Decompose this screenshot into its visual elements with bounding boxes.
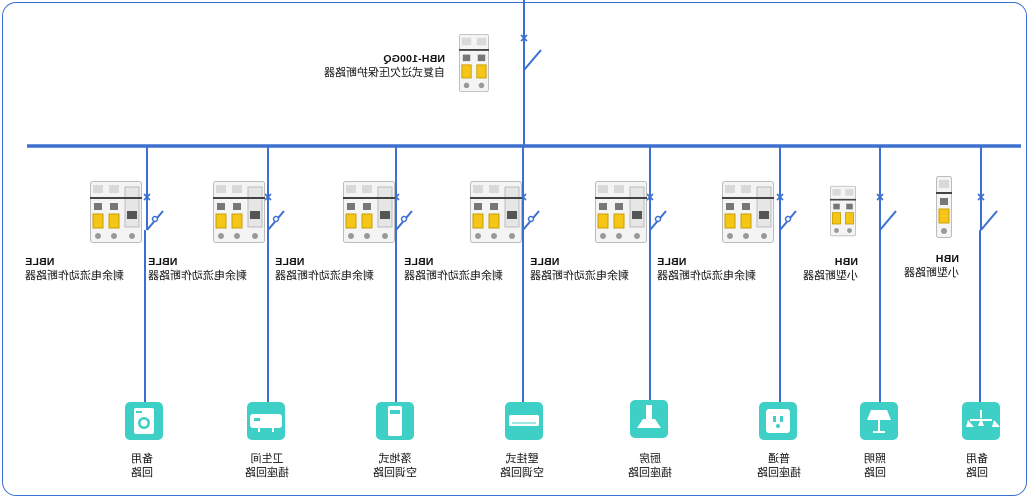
floor-ac-icon [376, 402, 414, 440]
branch-model: NBH [834, 256, 858, 268]
branch-switch-blade [980, 210, 998, 231]
branch-model: NBLE [275, 256, 305, 268]
switch-contact [400, 215, 408, 223]
branch-desc: 剩余电流动作断路器 [25, 270, 124, 282]
wall-ac-icon [505, 402, 543, 440]
main-breaker-image [458, 34, 490, 97]
main-breaker-model: NBH-100GQ [383, 53, 445, 65]
load-name: 厨房 [639, 453, 661, 465]
socket-icon [759, 402, 797, 440]
load-label: 备用 回路 [131, 452, 153, 480]
branch-breaker-image [213, 181, 265, 248]
branch-desc: 小型断路器 [904, 267, 959, 279]
branch-switch-blade [879, 210, 897, 231]
load-name: 照明 [864, 453, 886, 465]
branch-desc: 剩余电流动作断路器 [657, 270, 756, 282]
load-name: 落地式 [378, 453, 412, 465]
main-breaker-desc: 自复式过欠压保护断路器 [324, 67, 445, 79]
branch-desc: 剩余电流动作断路器 [275, 270, 374, 282]
breaker-x-mark [143, 193, 151, 201]
load-circuit: 插座回路 [628, 467, 672, 479]
load-name: 壁挂式 [505, 453, 539, 465]
branch-breaker-image [90, 181, 142, 248]
switch-contact [151, 215, 159, 223]
breaker-x-mark [876, 193, 884, 201]
load-circuit: 空调回路 [500, 467, 544, 479]
lamp-icon [860, 402, 898, 440]
breaker-x-mark [646, 193, 654, 201]
branch-label: NBLE 剩余电流动作断路器 [25, 255, 124, 283]
range-hood-icon [630, 400, 668, 438]
branch-desc: 剩余电流动作断路器 [530, 270, 629, 282]
load-circuit: 回路 [864, 467, 886, 479]
main-switch-blade [523, 49, 542, 71]
branch-label: NBLE 剩余电流动作断路器 [148, 255, 247, 283]
load-label: 备用 回路 [966, 452, 988, 480]
branch-label: NBLE 剩余电流动作断路器 [275, 255, 374, 283]
branch-label: NBH 小型断路器 [803, 255, 858, 283]
branch-model: NBLE [657, 256, 687, 268]
load-circuit: 回路 [131, 467, 153, 479]
switch-contact [654, 215, 662, 223]
breaker-x-mark [520, 34, 528, 42]
branch-model: NBLE [404, 256, 434, 268]
load-label: 厨房 插座回路 [628, 452, 672, 480]
load-circuit: 回路 [966, 467, 988, 479]
branch-desc: 剩余电流动作断路器 [148, 270, 247, 282]
breaker-x-mark [264, 193, 272, 201]
breaker-x-mark [977, 193, 985, 201]
branch-desc: 剩余电流动作断路器 [404, 270, 503, 282]
branch-breaker-image [936, 176, 952, 243]
branch-label: NBH 小型断路器 [904, 252, 959, 280]
branch-model: NBLE [530, 256, 560, 268]
main-breaker-label: NBH-100GQ 自复式过欠压保护断路器 [324, 52, 445, 80]
branch-model: NBH [935, 253, 959, 265]
switch-contact [784, 215, 792, 223]
branch-breaker-image [343, 181, 395, 248]
chandelier-icon [962, 402, 1000, 440]
branch-model: NBLE [148, 256, 178, 268]
load-name: 备用 [131, 453, 153, 465]
load-name: 备用 [966, 453, 988, 465]
branch-model: NBLE [25, 256, 55, 268]
load-circuit: 空调回路 [373, 467, 417, 479]
load-name: 卫生间 [250, 453, 284, 465]
branch-breaker-image [830, 180, 856, 247]
load-label: 普通 插座回路 [757, 452, 801, 480]
branch-label: NBLE 剩余电流动作断路器 [530, 255, 629, 283]
branch-desc: 小型断路器 [803, 270, 858, 282]
load-circuit: 插座回路 [757, 467, 801, 479]
load-label: 照明 回路 [864, 452, 886, 480]
switch-contact [272, 215, 280, 223]
switch-contact [527, 215, 535, 223]
branch-breaker-image [470, 181, 522, 248]
load-label: 落地式 空调回路 [373, 452, 417, 480]
load-label: 壁挂式 空调回路 [500, 452, 544, 480]
water-heater-icon [247, 402, 285, 440]
branch-label: NBLE 剩余电流动作断路器 [404, 255, 503, 283]
branch-breaker-image [595, 181, 647, 248]
breaker-x-mark [776, 193, 784, 201]
load-name: 普通 [768, 453, 790, 465]
load-circuit: 插座回路 [245, 467, 289, 479]
branch-breaker-image [722, 181, 774, 248]
washing-machine-icon [125, 402, 163, 440]
branch-label: NBLE 剩余电流动作断路器 [657, 255, 756, 283]
load-label: 卫生间 插座回路 [245, 452, 289, 480]
